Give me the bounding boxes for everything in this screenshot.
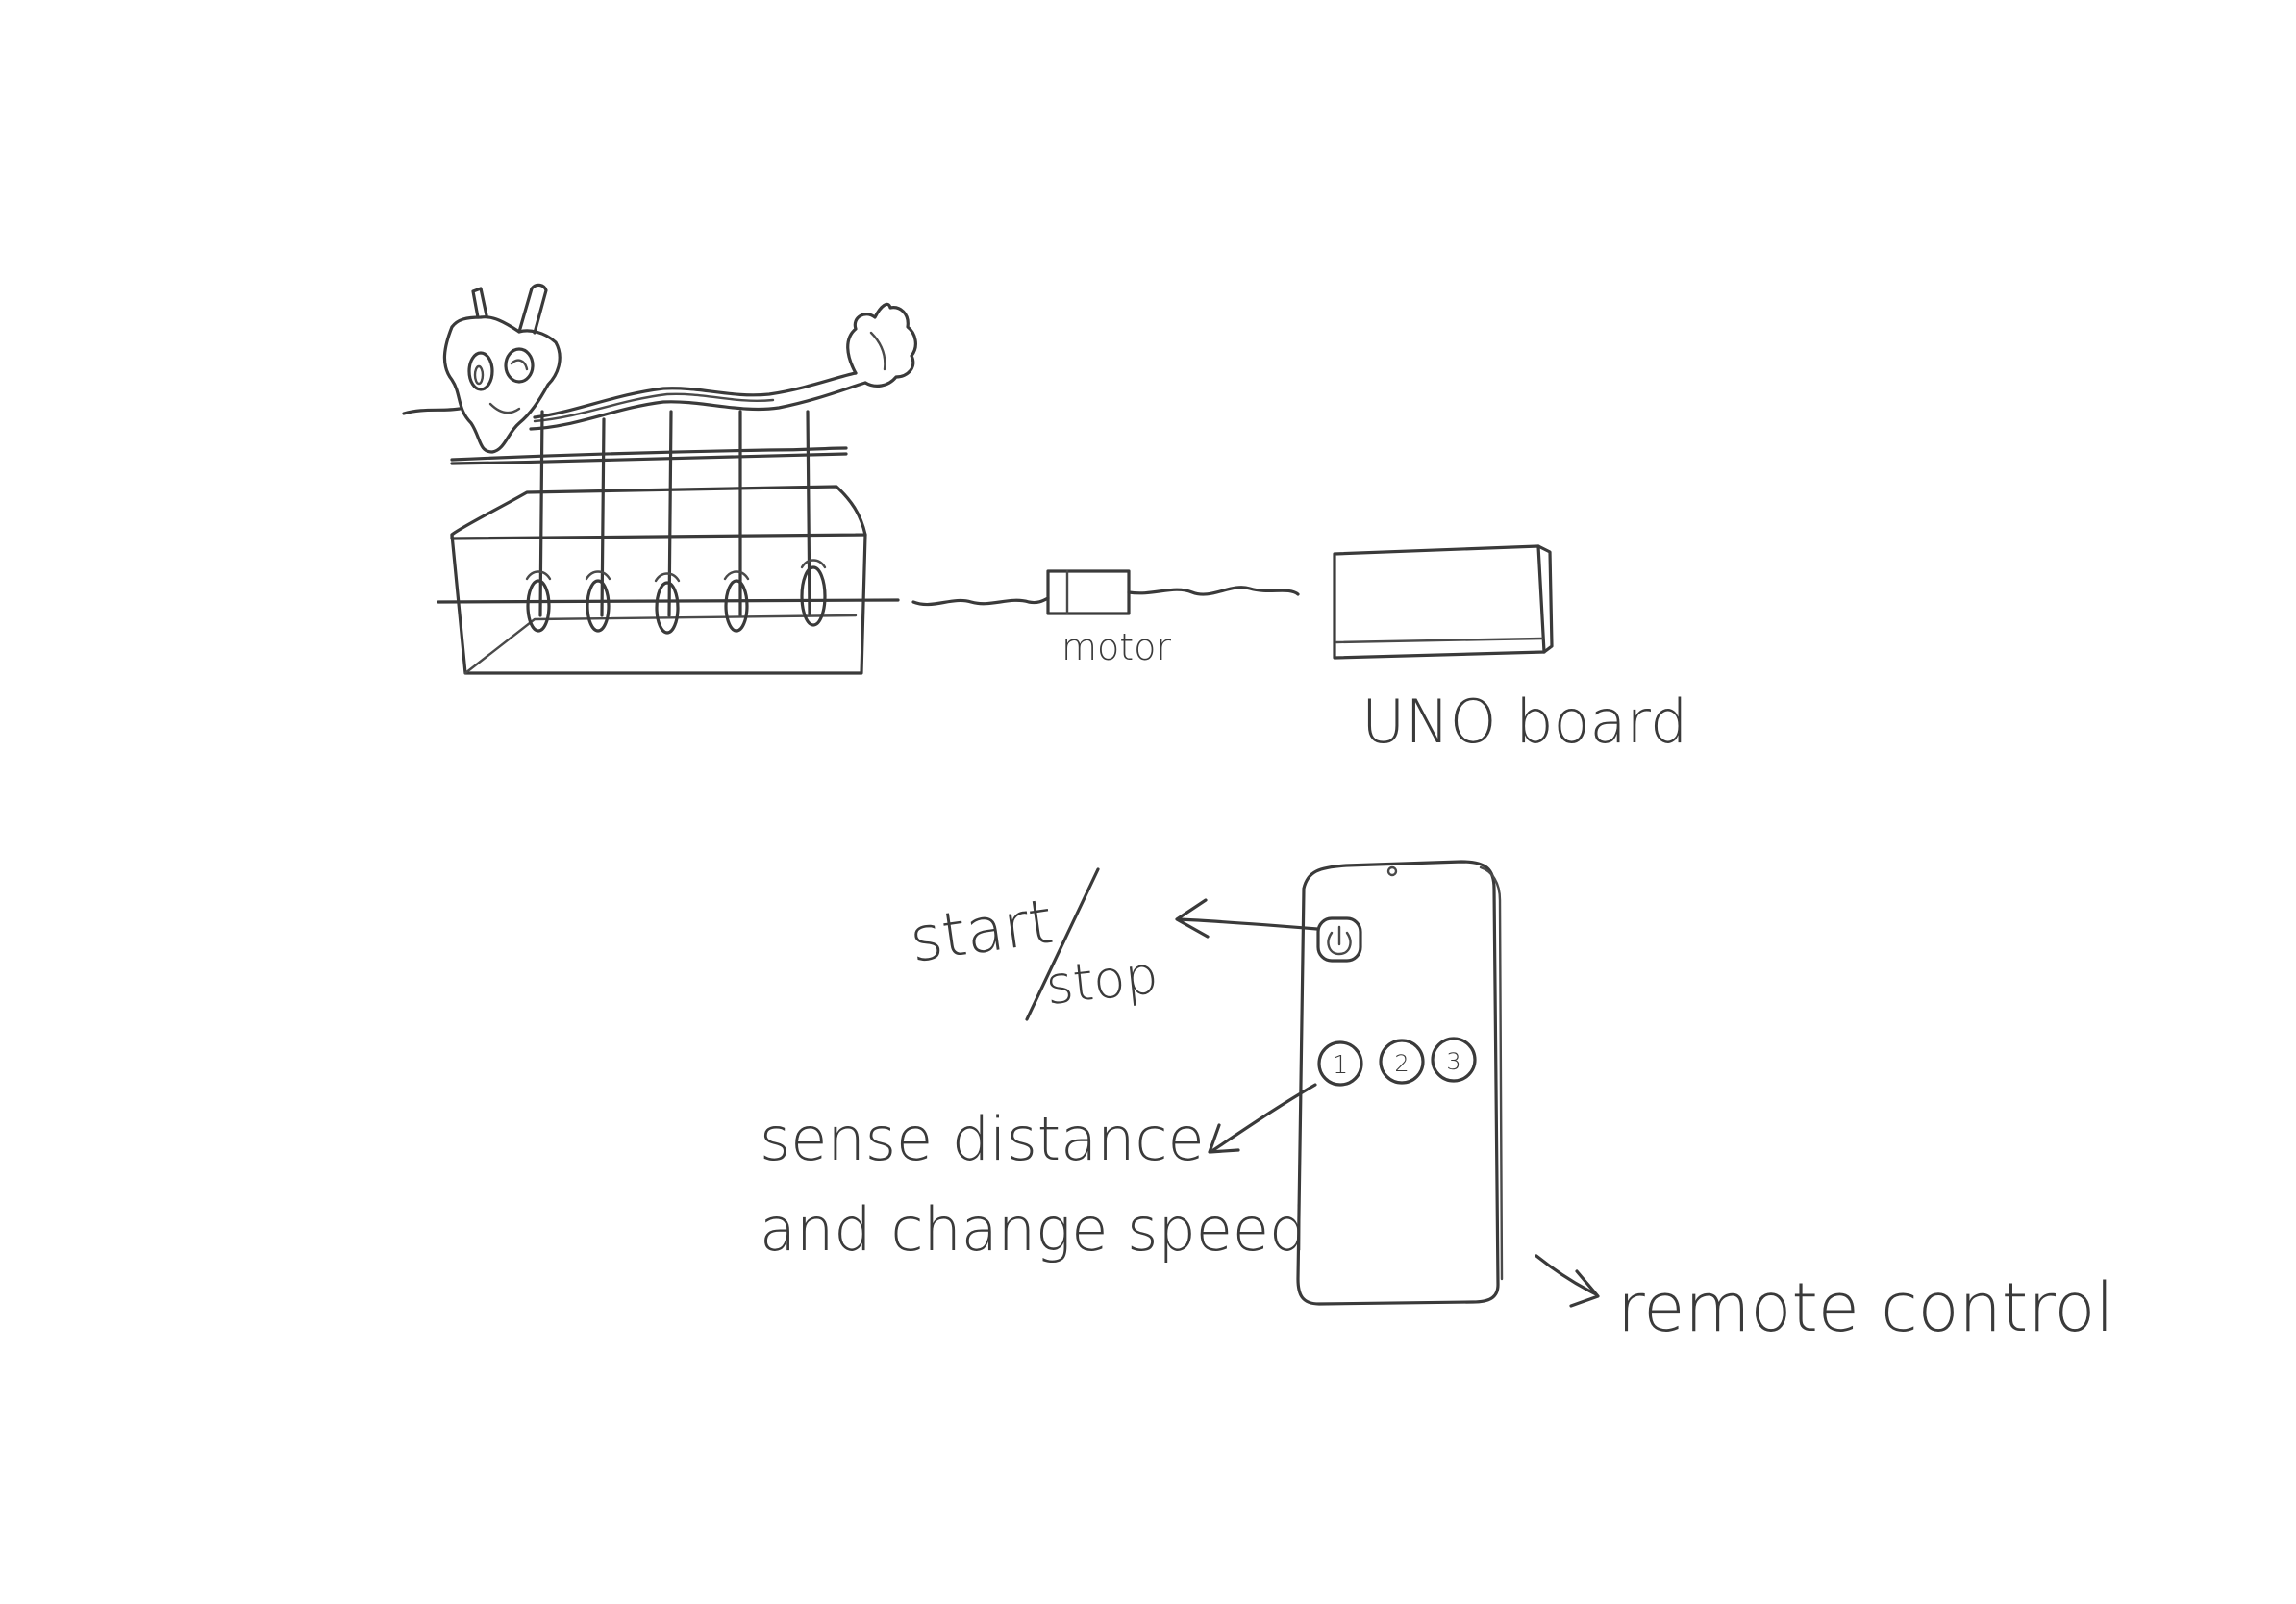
wire-motor-to-board [1129,588,1298,594]
remote-button-2[interactable]: 2 [1381,1040,1423,1083]
cam-row [527,561,825,634]
uno-board-label: UNO board [1361,687,1687,757]
arrow-to-remote-label [1536,1256,1596,1294]
stop-label: stop [1043,944,1161,1016]
arrow-to-start-stop [1179,919,1317,929]
remote-control-label: remote control [1617,1268,2114,1347]
dragon-puppet-mechanism [404,285,915,673]
remote-control-annotation: remote control [1536,1256,2114,1347]
start-stop-annotation: start stop [906,869,1317,1019]
sense-distance-annotation: sense distance and change speed [760,1085,1315,1265]
dragon-tail [848,304,916,386]
power-button[interactable] [1318,918,1360,961]
sense-line2-label: and change speed [760,1194,1307,1265]
dragon-head [404,285,560,452]
motor-label: motor [1061,626,1171,668]
remote-button-2-label: 2 [1394,1050,1409,1077]
wire-mechanism-to-motor [913,598,1048,605]
start-label: start [906,887,1058,977]
power-icon [1329,927,1351,954]
uno-board [1335,546,1552,658]
sense-line1-label: sense distance [760,1104,1205,1174]
remote-button-1[interactable]: 1 [1319,1042,1361,1085]
dragon-body [531,373,865,429]
remote-button-3[interactable]: 3 [1433,1039,1475,1081]
remote-button-3-label: 3 [1446,1048,1460,1075]
motor-block [1048,571,1129,614]
remote-control: 1 2 3 [1298,862,1502,1304]
remote-button-1-label: 1 [1333,1051,1349,1080]
